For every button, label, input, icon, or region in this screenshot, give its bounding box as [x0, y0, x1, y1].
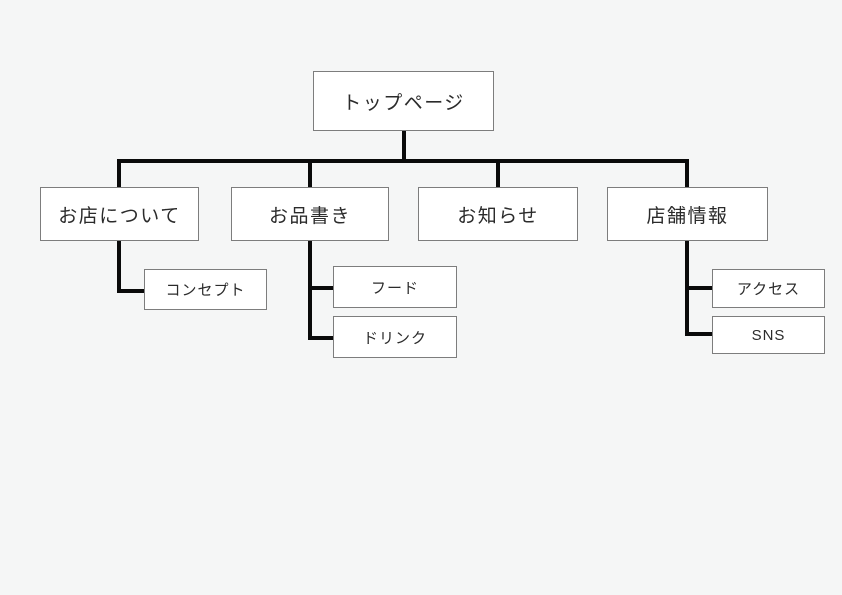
connector-drink-branch — [308, 336, 334, 340]
connector-access-branch — [685, 286, 713, 290]
connector-about-drop — [117, 159, 121, 187]
node-news: お知らせ — [418, 187, 578, 241]
connector-news-drop — [496, 163, 500, 187]
node-access: アクセス — [712, 269, 825, 308]
node-store-info-label: 店舗情報 — [646, 205, 729, 227]
connector-main-horizontal — [117, 159, 689, 163]
node-drink-label: ドリンク — [362, 329, 427, 347]
node-food: フード — [333, 266, 457, 308]
node-access-label: アクセス — [736, 281, 801, 298]
node-sns-label: SNS — [751, 326, 786, 344]
node-concept: コンセプト — [144, 269, 267, 310]
connector-concept-branch — [117, 289, 145, 293]
connector-sns-branch — [685, 332, 713, 336]
node-top-page: トップページ — [313, 71, 494, 131]
node-menu: お品書き — [231, 187, 389, 241]
connector-store-drop — [685, 159, 689, 187]
node-drink: ドリンク — [333, 316, 457, 358]
node-news-label: お知らせ — [457, 205, 539, 227]
node-about-shop-label: お店について — [58, 205, 181, 227]
node-store-info: 店舗情報 — [607, 187, 768, 241]
node-menu-label: お品書き — [268, 205, 351, 227]
connector-top-vertical — [402, 131, 406, 159]
connector-food-branch — [308, 286, 334, 290]
connector-menu-child-trunk — [308, 241, 312, 340]
node-about-shop: お店について — [40, 187, 199, 241]
node-sns: SNS — [712, 316, 825, 354]
node-concept-label: コンセプト — [165, 282, 246, 299]
node-top-page-label: トップページ — [342, 92, 465, 114]
node-food-label: フード — [370, 279, 419, 297]
connector-menu-drop — [308, 163, 312, 187]
connector-about-child-trunk — [117, 241, 121, 293]
